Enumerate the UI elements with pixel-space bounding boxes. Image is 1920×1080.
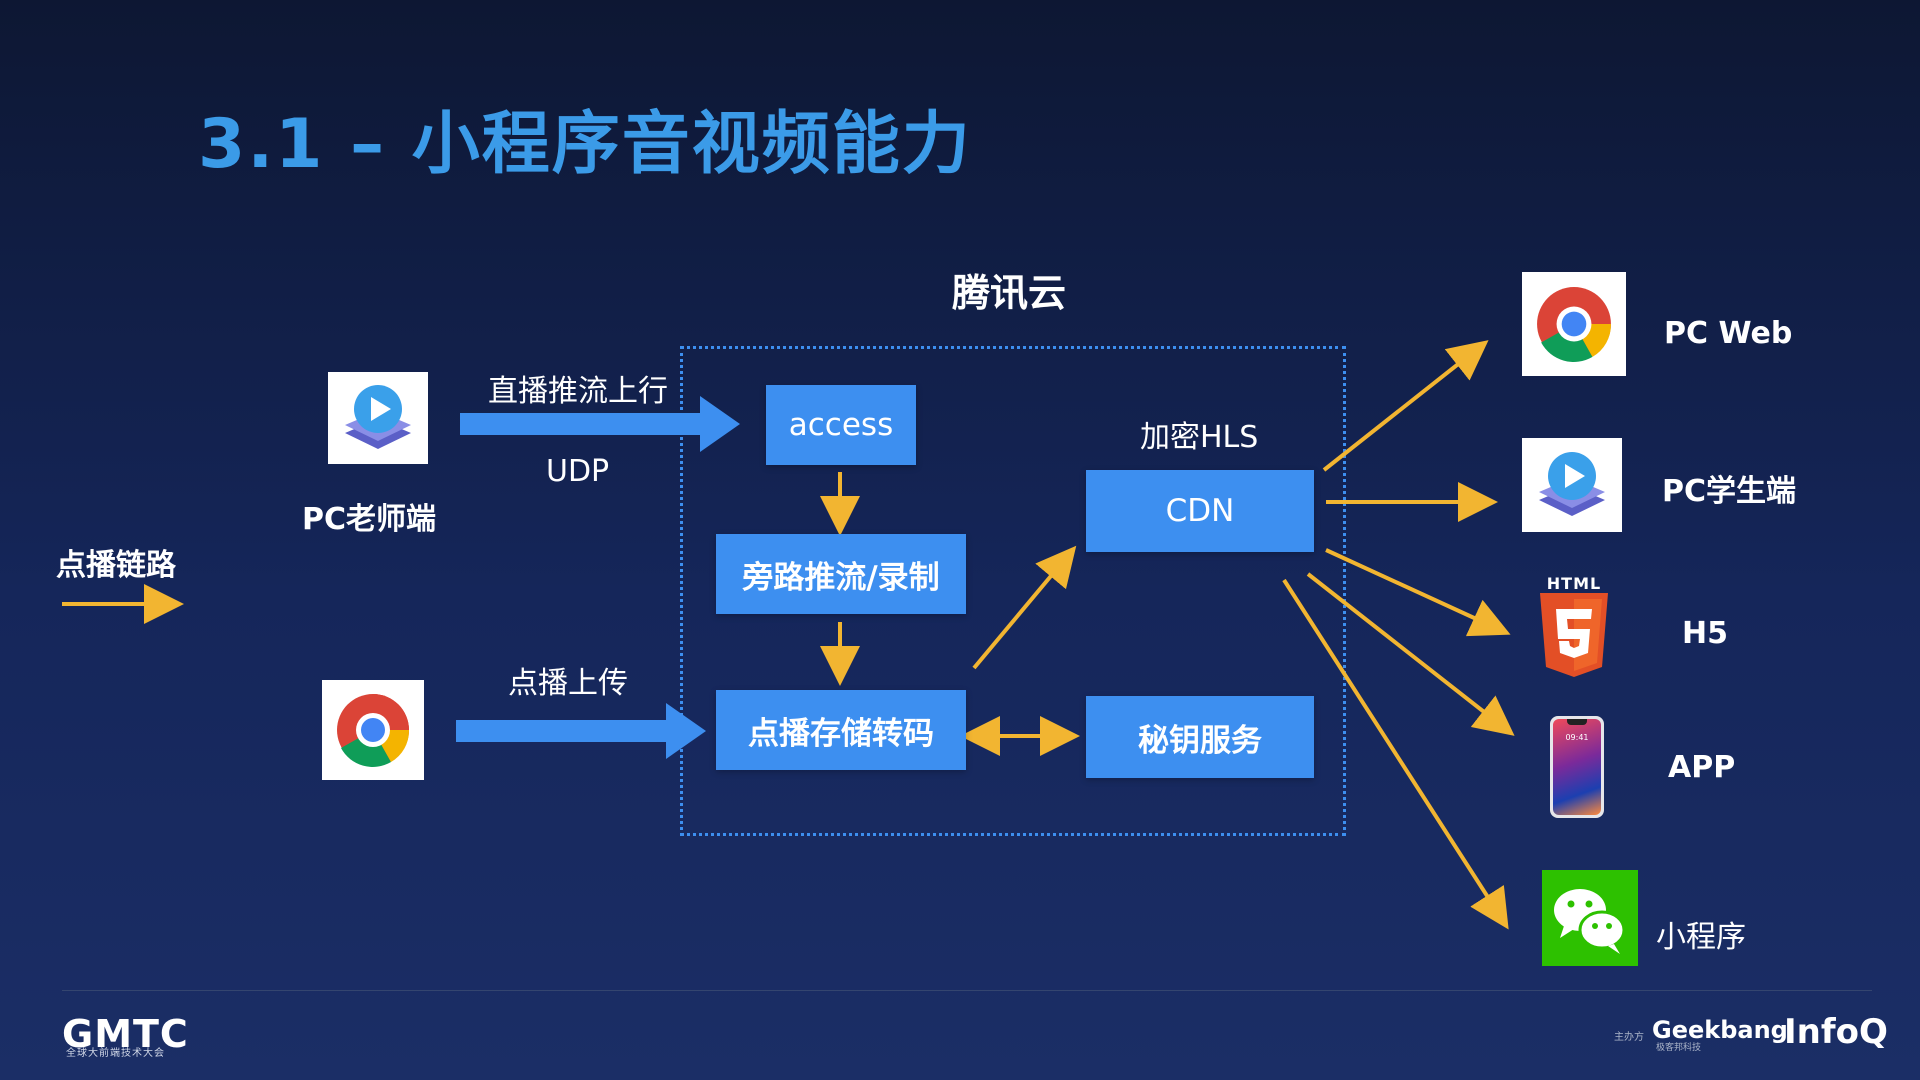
target-app-label: APP: [1668, 750, 1736, 785]
geekbang-subtitle: 极客邦科技: [1656, 1043, 1702, 1053]
vod-storage-node: 点播存储转码: [716, 690, 966, 770]
gmtc-subtitle: 全球大前端技术大会: [66, 1048, 165, 1059]
gmtc-logo: GMTC: [62, 1012, 189, 1056]
access-node: access: [766, 385, 916, 465]
infoq-logo: InfoQ: [1784, 1012, 1888, 1052]
key-service-node: 秘钥服务: [1086, 696, 1314, 778]
cdn-to-h5-arrow: [1325, 548, 1511, 637]
live-push-label: 直播推流上行: [488, 374, 668, 409]
encrypted-hls-label: 加密HLS: [1140, 420, 1259, 455]
classroom-app-icon: [328, 372, 428, 464]
cloud-label: 腾讯云: [952, 271, 1067, 315]
target-pc-student-label: PC学生端: [1662, 474, 1797, 509]
phone-time: 09:41: [1565, 733, 1589, 742]
vod-upload-arrow: [456, 703, 706, 759]
html5-icon: HTML: [1538, 574, 1610, 682]
teacher-label: PC老师端: [302, 502, 437, 537]
cdn-to-pcweb-arrow: [1322, 340, 1489, 472]
vod-upload-label: 点播上传: [508, 666, 628, 701]
html5-badge-text: HTML: [1546, 574, 1602, 593]
iphone-icon: 09:41: [1550, 716, 1604, 818]
legend-vod-label: 点播链路: [56, 548, 176, 583]
geekbang-logo: Geekbang: [1652, 1016, 1788, 1044]
cdn-node: CDN: [1086, 470, 1314, 552]
classroom-app-icon: [1522, 438, 1622, 532]
target-pc-web-label: PC Web: [1664, 316, 1793, 351]
footer-divider: [62, 990, 1872, 991]
target-h5-label: H5: [1682, 616, 1728, 651]
chrome-icon: [1522, 272, 1626, 376]
bypass-record-node: 旁路推流/录制: [716, 534, 966, 614]
page-title: 3.1 – 小程序音视频能力: [198, 105, 972, 184]
udp-label: UDP: [546, 454, 610, 489]
wechat-icon: [1542, 870, 1638, 966]
chrome-icon: [322, 680, 424, 780]
host-label: 主办方: [1614, 1032, 1644, 1043]
target-mini-program-label: 小程序: [1656, 920, 1746, 955]
